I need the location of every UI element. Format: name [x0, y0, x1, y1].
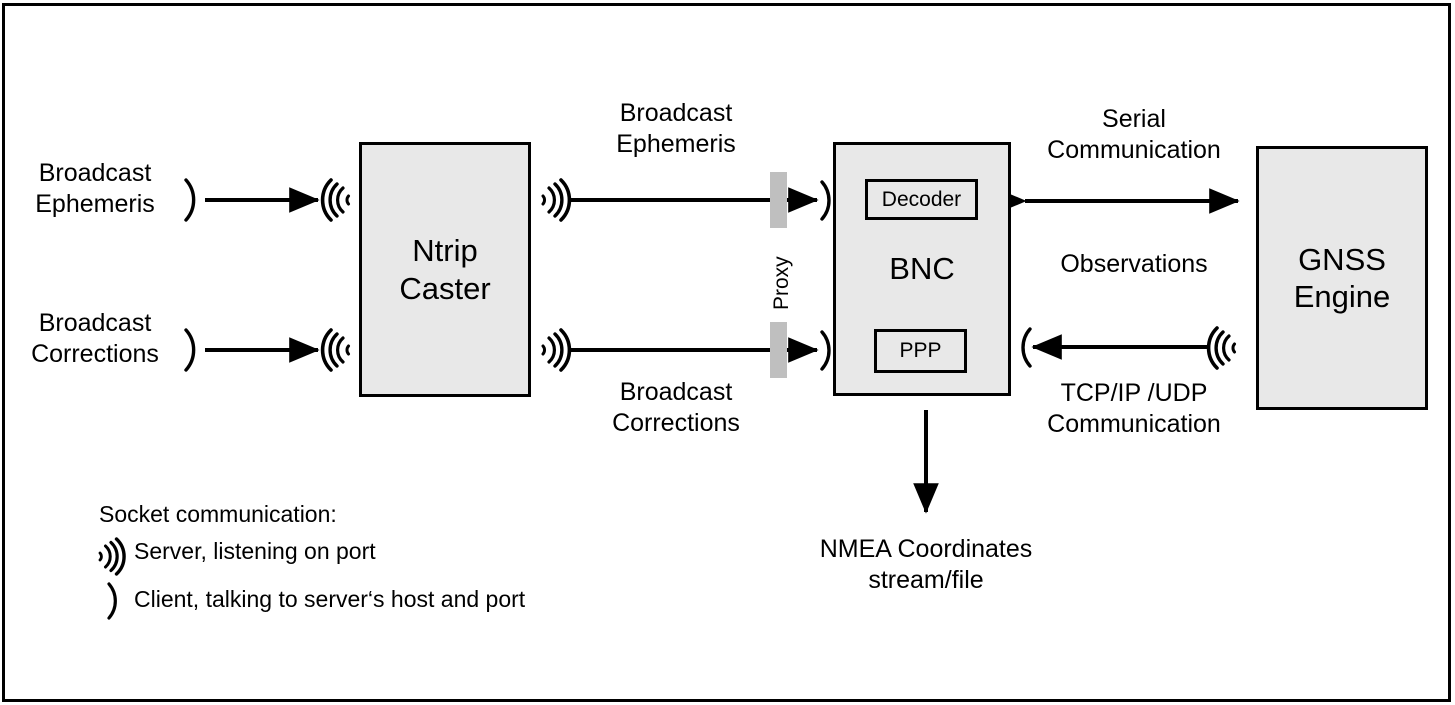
label-observations: Observations: [1060, 250, 1208, 278]
ppp-label: PPP: [899, 339, 942, 362]
diagram-outer-frame: [2, 3, 1451, 702]
proxy-bar-top: [770, 172, 787, 228]
legend-server-label: Server, listening on port: [134, 538, 376, 564]
decoder-label: Decoder: [881, 187, 962, 211]
proxy-label: Proxy: [770, 256, 793, 310]
proxy-bar-bottom: [770, 322, 787, 378]
bnc-label: BNC: [889, 251, 955, 287]
node-bnc-decoder[interactable]: Decoder: [865, 179, 978, 220]
legend-title: Socket communication:: [99, 501, 337, 527]
legend-client-label: Client, talking to server‘s host and por…: [134, 586, 526, 612]
node-bnc-ppp[interactable]: PPP: [874, 329, 967, 373]
